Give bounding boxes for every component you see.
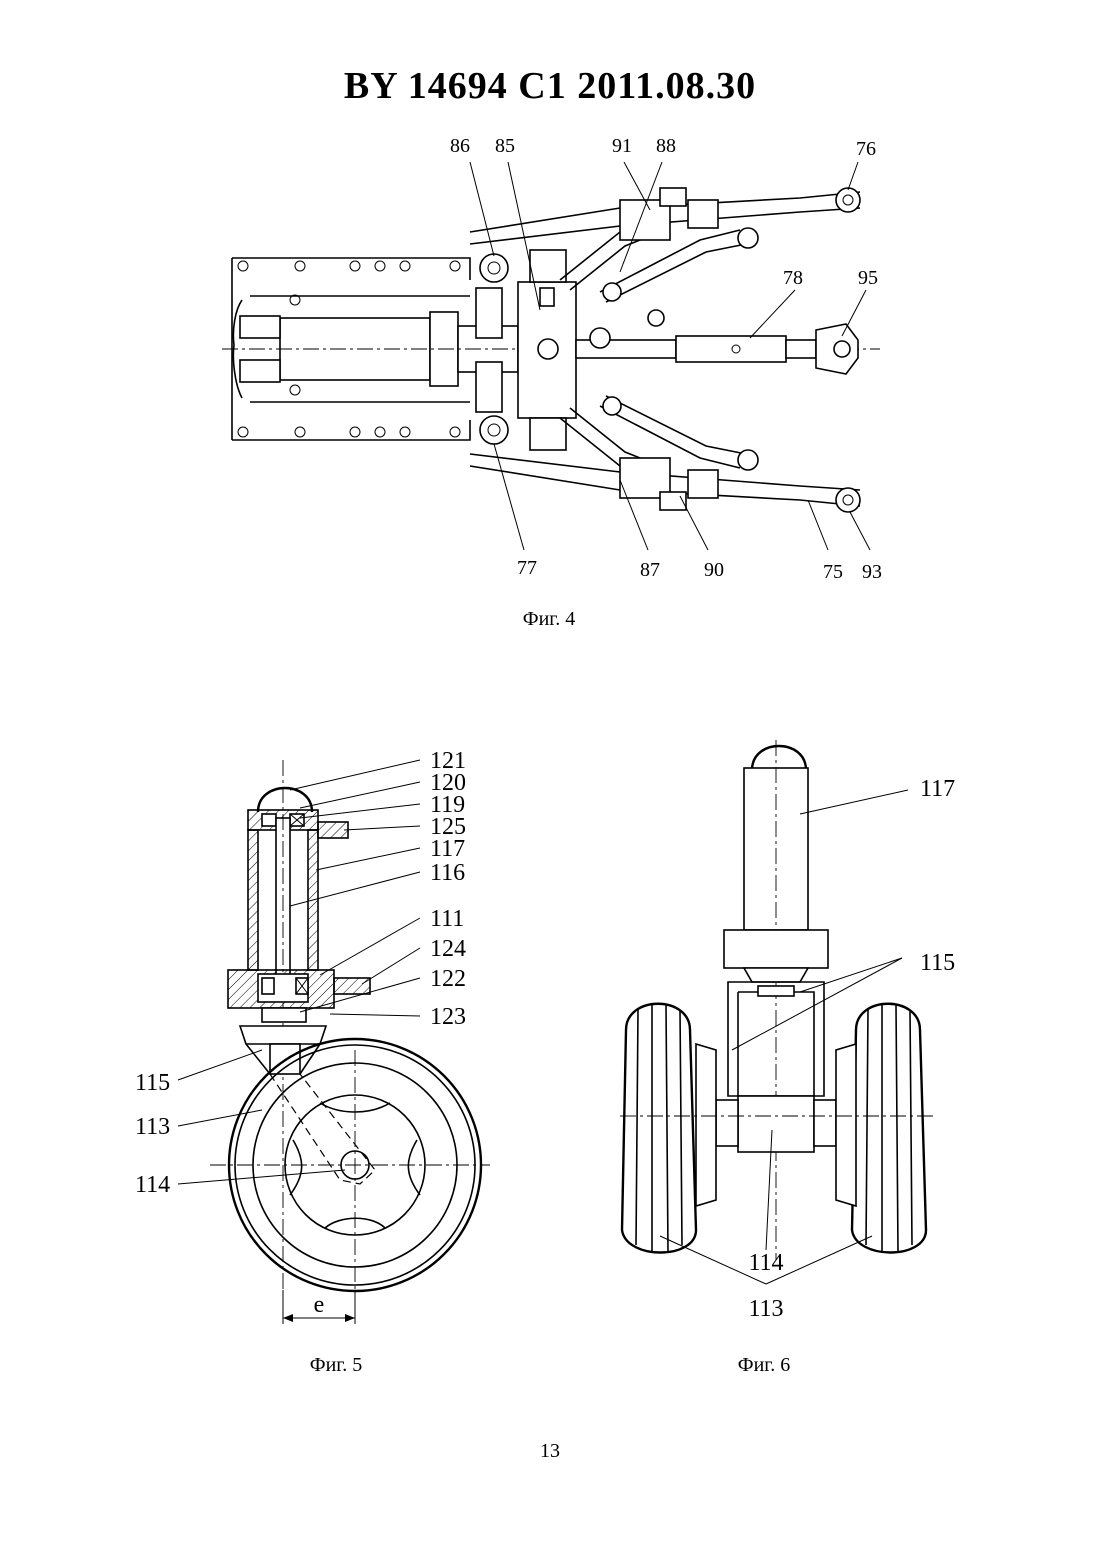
part-label: 75 — [823, 561, 843, 583]
part-label: 122 — [430, 966, 466, 992]
part-label: 85 — [495, 135, 515, 157]
part-label: 123 — [430, 1004, 466, 1030]
part-label: 114 — [135, 1172, 170, 1198]
part-label: 86 — [450, 135, 470, 157]
part-label: 124 — [430, 936, 466, 962]
part-label: 116 — [430, 860, 465, 886]
part-label: 115 — [920, 950, 955, 976]
part-label: 91 — [612, 135, 632, 157]
part-label: 87 — [640, 559, 660, 581]
part-label: 77 — [517, 557, 537, 579]
part-label: 115 — [135, 1070, 170, 1096]
part-label: 90 — [704, 559, 724, 581]
page-number: 13 — [0, 1440, 1100, 1463]
part-label: 117 — [430, 836, 465, 862]
figure-5-caption: Фиг. 5 — [236, 1354, 436, 1377]
figure-4-drawing — [222, 162, 880, 550]
figure-4-caption: Фиг. 4 — [449, 608, 649, 631]
part-label: 111 — [430, 906, 464, 932]
part-label: 95 — [858, 267, 878, 289]
dimension-label: e — [314, 1292, 325, 1318]
part-label: 78 — [783, 267, 803, 289]
part-label: 114 — [748, 1250, 783, 1276]
part-label: 117 — [920, 776, 955, 802]
part-label: 88 — [656, 135, 676, 157]
part-label: 76 — [856, 138, 876, 160]
part-label: 113 — [748, 1296, 783, 1322]
figure-6-drawing — [620, 740, 936, 1284]
figure-6-caption: Фиг. 6 — [664, 1354, 864, 1377]
part-label: 113 — [135, 1114, 170, 1140]
part-label: 93 — [862, 561, 882, 583]
